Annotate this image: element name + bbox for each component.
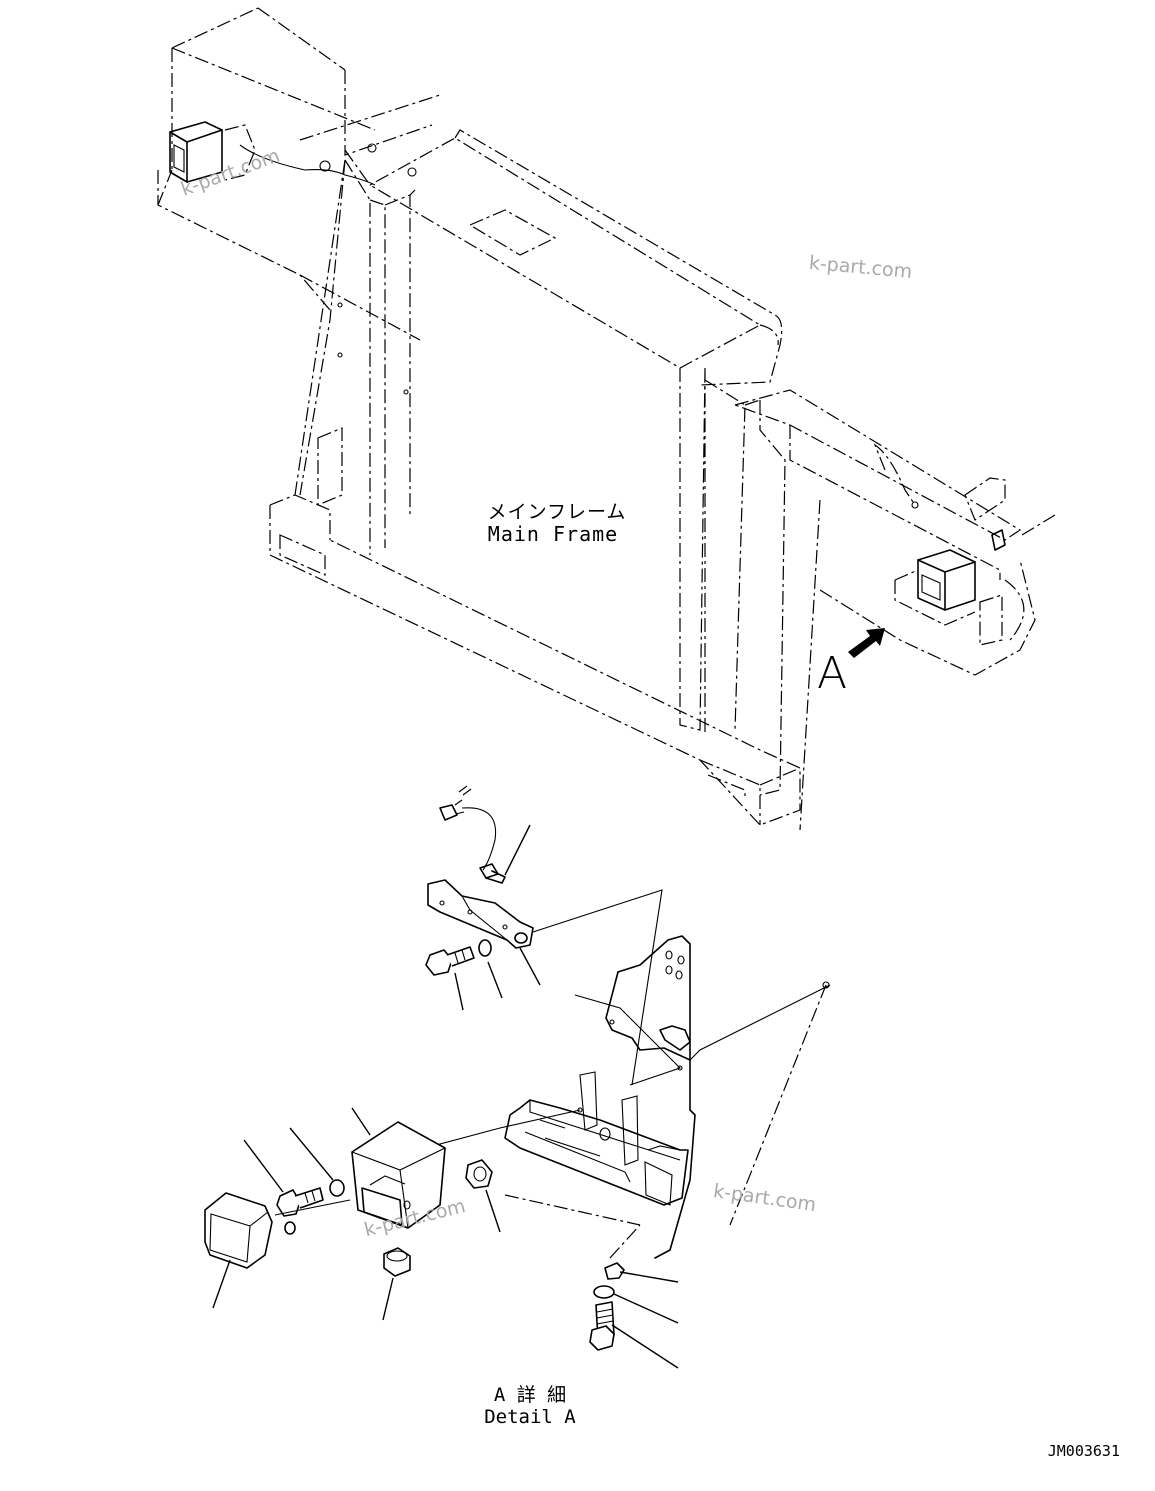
arrow-right-icon [848, 628, 885, 658]
detail-a-label-en: Detail A [484, 1406, 576, 1428]
detail-a-label-jp: A 詳 細 [493, 1384, 567, 1406]
view-a-label: A [816, 648, 848, 699]
drawing-number: JM003631 [1047, 1442, 1120, 1460]
main-frame-label-jp: メインフレーム [487, 501, 627, 523]
main-frame-label-en: Main Frame [487, 522, 619, 546]
main-frame-drawing [157, 7, 1056, 831]
detail-a-drawing [204, 785, 831, 1369]
